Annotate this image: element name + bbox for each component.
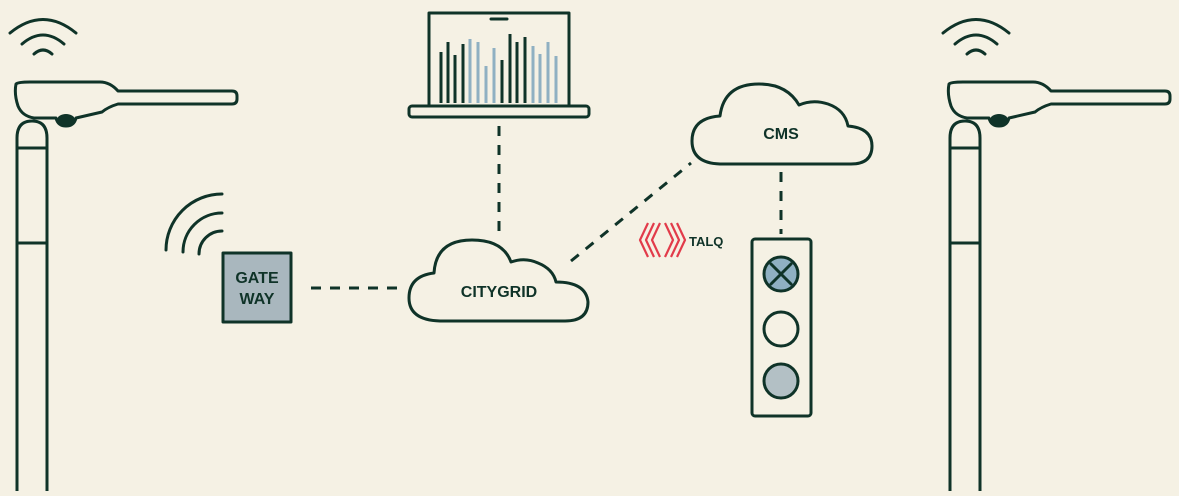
- right-lamp-pole: [948, 119, 982, 493]
- signal-light-bottom: [762, 362, 800, 400]
- talq-logo-icon: [638, 222, 687, 258]
- gateway-box: [221, 251, 293, 324]
- left-lamp-sensor: [57, 114, 75, 126]
- signal-light-middle: [762, 310, 800, 348]
- left-lamp-head: [13, 80, 239, 128]
- left-lamp-pole: [15, 119, 49, 493]
- talq-label: TALQ: [689, 234, 723, 249]
- gateway-label-line2: WAY: [240, 291, 275, 308]
- gateway-label-line1: GATE: [235, 270, 279, 287]
- signal-housing: [750, 237, 813, 418]
- right-lamp-wifi-icon: [941, 18, 1011, 56]
- laptop-chart-icon: [407, 11, 591, 119]
- cms-cloud-icon: [690, 82, 874, 166]
- gateway-wifi-icon: [164, 192, 224, 256]
- right-street-lamp-icon: [941, 18, 1172, 493]
- right-lamp-sensor: [990, 114, 1008, 126]
- connector-citygrid-cms: [570, 161, 692, 263]
- left-street-lamp-icon: [8, 18, 239, 493]
- cms-label: CMS: [763, 126, 799, 143]
- laptop-chart-bars: [439, 34, 558, 103]
- right-lamp-head: [946, 80, 1172, 128]
- citygrid-label: CITYGRID: [461, 284, 537, 301]
- laptop-base: [407, 104, 591, 119]
- citygrid-cloud-icon: [407, 238, 590, 323]
- connectors: [311, 126, 783, 290]
- traffic-signal-icon: [750, 237, 813, 418]
- left-lamp-wifi-icon: [8, 18, 78, 56]
- signal-x-icon: [769, 262, 793, 286]
